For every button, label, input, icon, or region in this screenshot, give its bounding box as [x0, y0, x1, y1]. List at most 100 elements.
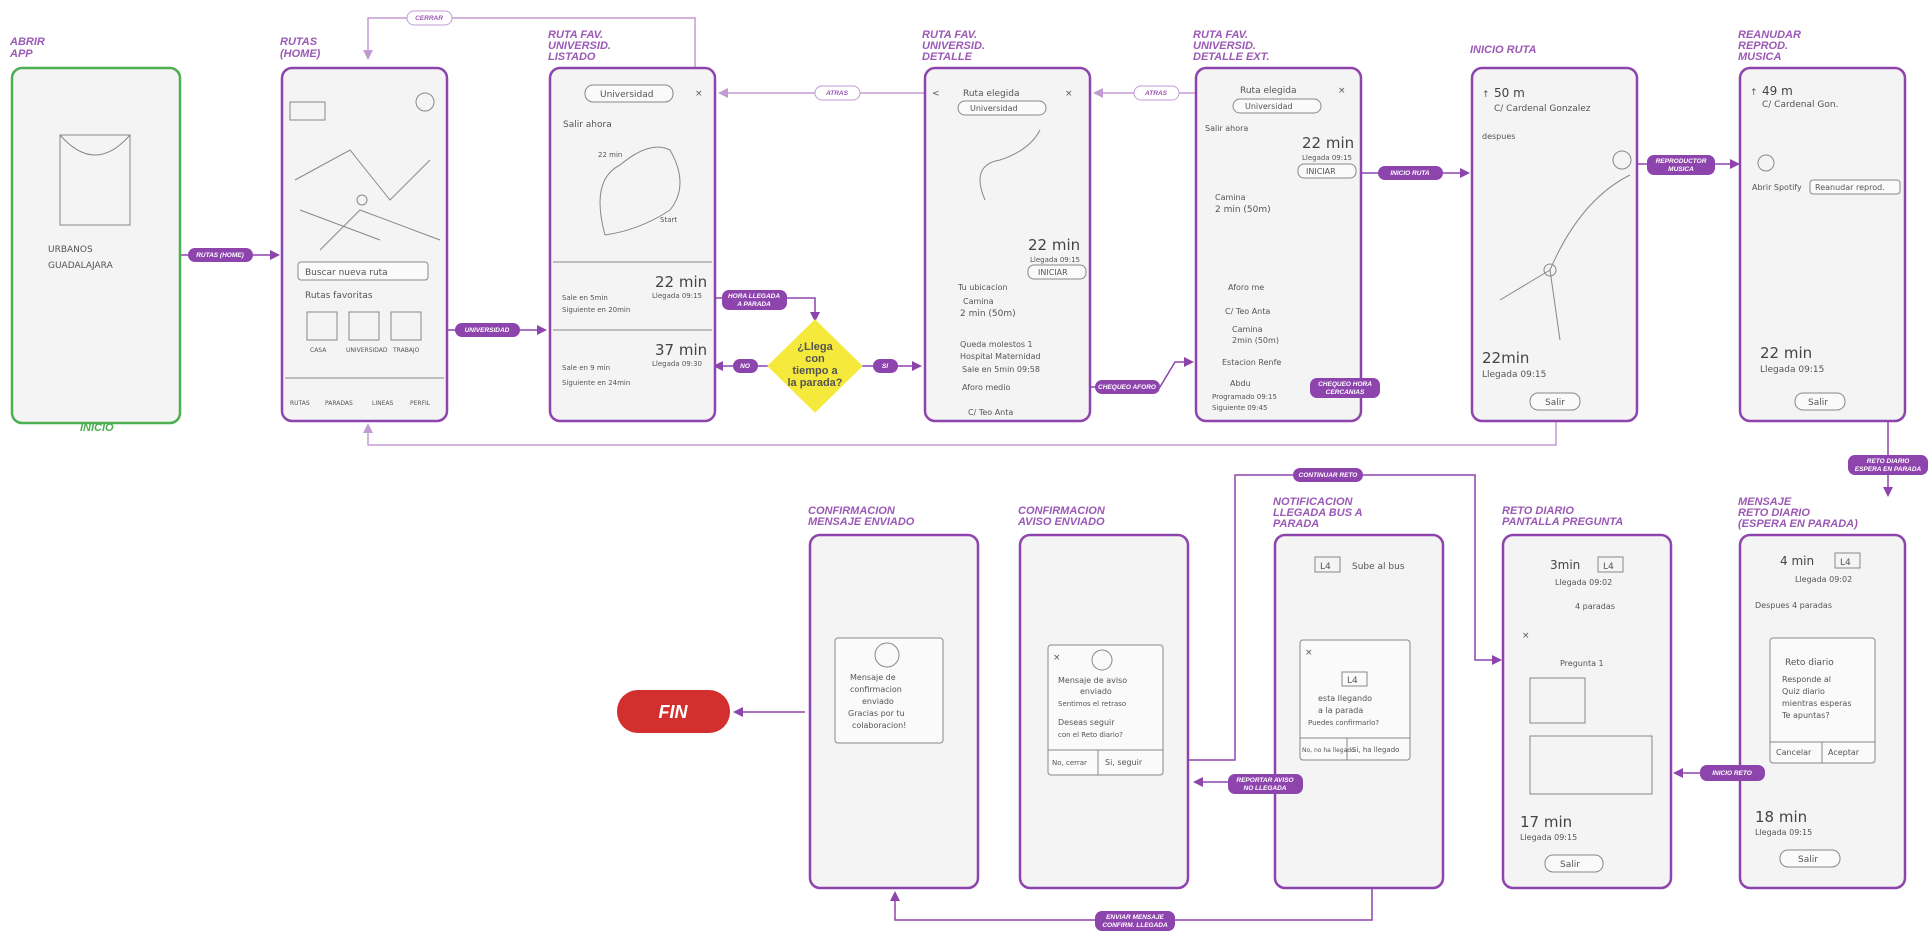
route2-next: Siguiente en 24min	[562, 379, 630, 387]
flow-label: ATRAS	[1144, 90, 1168, 97]
nav-street: C/ Cardenal Gon.	[1762, 100, 1838, 110]
nav-map	[1499, 174, 1631, 341]
iniciar-button[interactable]	[1297, 163, 1357, 179]
salir-button[interactable]	[1794, 392, 1846, 411]
salir-label: Salir	[1545, 398, 1565, 408]
flow-label: CERRAR	[415, 15, 443, 22]
detail-header: Ruta elegida	[1240, 86, 1296, 96]
decision-text: la parada?	[787, 377, 842, 389]
screen-title: PANTALLA PREGUNTA	[1502, 516, 1623, 528]
close-icon: ×	[1305, 648, 1313, 658]
reto-body: mientras esperas	[1782, 699, 1852, 708]
depart-selector: Salir ahora	[563, 120, 612, 130]
board-bus-text: Sube al bus	[1352, 562, 1405, 572]
answer-options[interactable]	[1529, 735, 1653, 795]
fin-node: FIN	[617, 690, 730, 733]
dialog-body: enviado	[862, 697, 894, 706]
close-icon: ×	[1065, 89, 1073, 99]
bus-arrival: Llegada 09:02	[1795, 575, 1852, 584]
search-placeholder: Buscar nueva ruta	[305, 268, 388, 278]
screen-title: LISTADO	[548, 51, 596, 63]
step-station: Estacion Renfe	[1222, 358, 1281, 367]
fav-casa-label: CASA	[310, 347, 327, 354]
nav-distance: 49 m	[1762, 84, 1793, 98]
screen-title: REPROD.	[1738, 40, 1788, 52]
screen-title: RUTAS	[280, 36, 318, 48]
step-walk: Camina	[963, 297, 994, 306]
start-label: INICIO	[80, 422, 114, 434]
dialog-body: enviado	[1080, 687, 1112, 696]
map-label: 22 min	[598, 151, 622, 159]
screen-title: (ESPERA EN PARADA)	[1738, 518, 1858, 530]
nav-perfil: PERFIL	[410, 400, 431, 407]
fin-label: FIN	[659, 702, 689, 722]
iniciar-button[interactable]	[1027, 264, 1087, 280]
brand-name: GUADALAJARA	[48, 261, 114, 271]
line-badge	[1597, 556, 1624, 573]
step-next: Siguiente 09:45	[1212, 404, 1267, 412]
abrir-spotify-button[interactable]: Abrir Spotify	[1752, 183, 1802, 192]
dialog-body: Puedes confirmarlo?	[1308, 719, 1379, 727]
line-label: L4	[1603, 562, 1614, 572]
flow-label: SI	[882, 363, 888, 370]
salir-label: Salir	[1808, 398, 1828, 408]
dialog-body: Sentimos el retraso	[1058, 700, 1126, 708]
route-time: 22 min	[1302, 134, 1354, 152]
screen-title: CONFIRMACION	[808, 505, 896, 517]
check-icon	[874, 642, 900, 668]
route-map	[599, 146, 681, 236]
cerrar-button[interactable]: No, cerrar	[1052, 759, 1087, 767]
step-walk-time: 2 min (50m)	[1215, 205, 1271, 215]
flow-label: A PARADA	[736, 301, 771, 308]
screen-title: ABRIR	[9, 36, 45, 48]
chip-label: Universidad	[970, 104, 1018, 113]
step-walk-time: 2min (50m)	[1232, 336, 1279, 345]
si-llegado-button[interactable]: Si, ha llegado	[1352, 746, 1399, 754]
step-location: Tu ubicacion	[957, 283, 1008, 292]
salir-button[interactable]	[1529, 392, 1581, 411]
reanudar-button[interactable]	[1809, 179, 1901, 195]
screen-title: RUTA FAV.	[922, 29, 977, 41]
screen-reto-pregunta: RETO DIARIO PANTALLA PREGUNTA 3min L4 Ll…	[1501, 505, 1673, 890]
salir-button[interactable]	[1544, 854, 1604, 873]
flow-label: ESPERA EN PARADA	[1855, 466, 1922, 473]
step-street: C/ Teo Anta	[1225, 307, 1270, 316]
nav-lineas: LINEAS	[372, 400, 393, 407]
screen-title: UNIVERSID.	[548, 40, 611, 52]
route1-arrival: Llegada 09:15	[652, 292, 702, 300]
screen-title: UNIVERSID.	[922, 40, 985, 52]
decision-text: con	[805, 353, 825, 365]
line-badge	[1341, 671, 1368, 687]
no-llegado-button[interactable]: No, no ha llegado	[1302, 747, 1355, 754]
screen-title: MENSAJE	[1738, 496, 1792, 508]
screen-rutas-home: RUTAS (HOME) Buscar nueva ruta Rutas fav…	[280, 36, 449, 423]
bus-wait: 4 min	[1780, 554, 1814, 568]
route-arrival: Llegada 09:15	[1755, 828, 1812, 837]
destination-chip	[1232, 98, 1322, 114]
route-time: 22min	[1482, 349, 1529, 367]
nav-distance: 50 m	[1494, 86, 1525, 100]
line-badge	[1834, 552, 1861, 569]
cancel-button[interactable]: Cancelar	[1776, 748, 1812, 757]
flow-label: RUTAS (HOME)	[196, 252, 244, 259]
screen-aviso-enviado: CONFIRMACION AVISO ENVIADO × Mensaje de …	[1017, 505, 1190, 890]
line-badge	[1314, 556, 1341, 573]
depart-selector: Salir ahora	[1205, 124, 1248, 133]
flow-label: CHEQUEO HORA	[1318, 381, 1372, 388]
route-time: 22 min	[1028, 236, 1080, 254]
seguir-button[interactable]: Si, seguir	[1105, 758, 1143, 767]
reto-body: Responde al	[1782, 675, 1831, 684]
reto-body: Te apuntas?	[1781, 711, 1830, 720]
fav-universidad-label: UNIVERSIDAD	[346, 347, 388, 354]
salir-button[interactable]	[1779, 849, 1841, 868]
screen-title: RUTA FAV.	[548, 29, 603, 41]
screen-detalle-ext: RUTA FAV. UNIVERSID. DETALLE EXT. Ruta e…	[1193, 29, 1363, 423]
search-input[interactable]	[297, 261, 429, 281]
reto-title: Reto diario	[1785, 658, 1834, 668]
accept-button[interactable]: Aceptar	[1828, 748, 1860, 757]
stops-left: Despues 4 paradas	[1755, 601, 1832, 610]
screen-title: REANUDAR	[1738, 29, 1801, 41]
dialog-body: confirmacion	[850, 685, 902, 694]
route-arrival: Llegada 09:15	[1520, 833, 1577, 842]
screen-title: (HOME)	[280, 48, 321, 60]
